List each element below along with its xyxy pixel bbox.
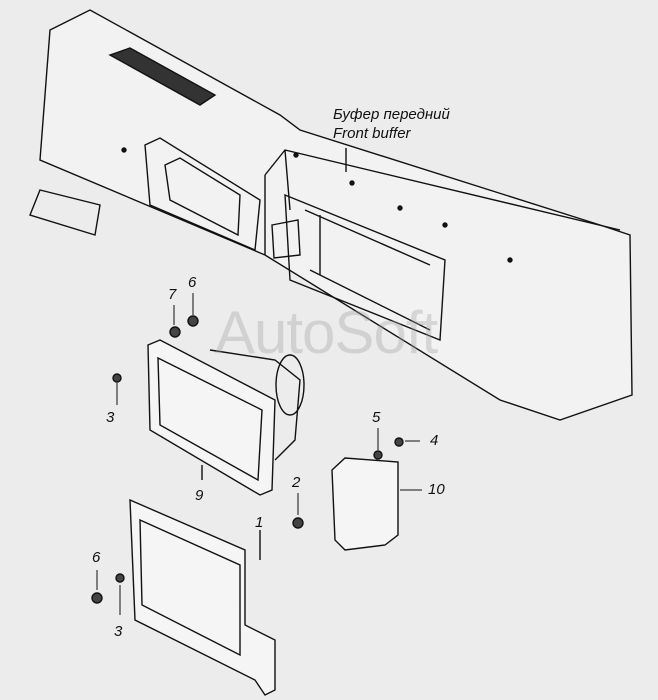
fasteners xyxy=(91,315,404,604)
callout-3b: 3 xyxy=(114,623,123,640)
leader-lines xyxy=(96,293,422,615)
callout-7: 7 xyxy=(168,286,177,303)
callout-4: 4 xyxy=(430,432,439,449)
callout-2: 2 xyxy=(292,474,301,491)
front-buffer xyxy=(29,9,633,421)
callout-10: 10 xyxy=(428,481,445,498)
callout-6b: 6 xyxy=(92,549,101,566)
callout-6: 6 xyxy=(188,274,197,291)
callout-1: 1 xyxy=(255,514,264,531)
callout-5: 5 xyxy=(372,409,381,426)
mounting-frame xyxy=(129,498,276,696)
callout-9: 9 xyxy=(195,487,204,504)
caption-ru: Буфер передний xyxy=(333,106,450,123)
callout-3: 3 xyxy=(106,409,115,426)
watermark: AutoSoft xyxy=(215,299,438,366)
caption-en: Front buffer xyxy=(333,125,411,142)
headlamp xyxy=(147,339,305,496)
side-light xyxy=(331,457,399,551)
caption: Буфер передний Front buffer xyxy=(333,105,450,143)
